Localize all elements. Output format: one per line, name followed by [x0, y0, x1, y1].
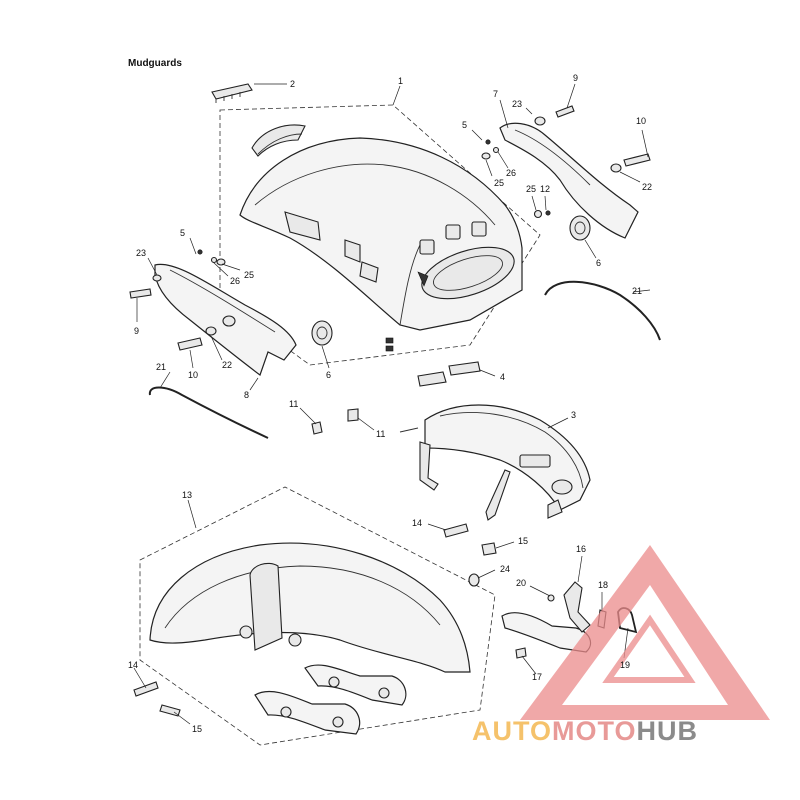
- callout-label: 14: [412, 518, 422, 528]
- bolt: [555, 105, 575, 118]
- callout-label: 26: [506, 168, 516, 178]
- callout-label: 21: [156, 362, 166, 372]
- watermark-part1: AUTO: [472, 716, 553, 746]
- callout-label: 9: [573, 73, 578, 83]
- callout-label: 20: [516, 578, 526, 588]
- screw: [515, 647, 527, 659]
- part-nut-right: [347, 408, 359, 422]
- watermark-part3: HUB: [636, 716, 699, 746]
- part-side-bracket: [501, 581, 592, 653]
- part-beading-left: [148, 386, 269, 439]
- callout-label: 6: [596, 258, 601, 268]
- callout-label: 9: [134, 326, 139, 336]
- callout-label: 10: [188, 370, 198, 380]
- callout-label: 7: [493, 89, 498, 99]
- watermark-logo: [520, 545, 770, 720]
- callout-label: 5: [180, 228, 185, 238]
- bolt: [623, 153, 651, 167]
- bolt: [159, 704, 181, 717]
- callout-label: 21: [632, 286, 642, 296]
- bolt: [133, 681, 159, 697]
- callout-label: 10: [636, 116, 646, 126]
- bolt: [443, 523, 469, 538]
- callout-label: 24: [500, 564, 510, 574]
- washer: [152, 274, 162, 282]
- part-front-bracket-upper: [304, 664, 407, 706]
- callout-label: 2: [290, 79, 295, 89]
- screw: [485, 139, 491, 145]
- part-front-bracket-lower: [254, 690, 361, 735]
- screw: [545, 210, 551, 216]
- callout-label: 22: [642, 182, 652, 192]
- callout-label: 8: [244, 390, 249, 400]
- callout-label: 15: [518, 536, 528, 546]
- callout-label: 1: [398, 76, 403, 86]
- watermark-part2: MOTO: [552, 716, 637, 746]
- nut: [533, 209, 543, 219]
- part-clip: [211, 83, 253, 103]
- part-grommet-left: [311, 320, 333, 346]
- washer: [216, 258, 226, 266]
- washer: [205, 326, 217, 336]
- watermark-text: AUTOMOTOHUB: [472, 716, 698, 747]
- callout-label: 17: [532, 672, 542, 682]
- callout-label: 13: [182, 490, 192, 500]
- part-grommet-right: [569, 215, 591, 241]
- callout-label: 18: [598, 580, 608, 590]
- callout-labels: 2 1 9 7 23 5 10 26 25 22 25 12 6 5 23 26…: [128, 73, 652, 734]
- callout-label: 12: [540, 184, 550, 194]
- washer: [468, 573, 480, 587]
- part-nut-left: [311, 421, 323, 435]
- callout-label: 5: [462, 120, 467, 130]
- callout-label: 25: [494, 178, 504, 188]
- leader-lines: [133, 83, 651, 725]
- page-title: Mudguards: [128, 58, 182, 69]
- callout-label: 25: [244, 270, 254, 280]
- part-pad: [417, 371, 447, 387]
- callout-label: 23: [512, 99, 522, 109]
- callout-label: 15: [192, 724, 202, 734]
- part-right-rail: [499, 122, 639, 239]
- part-front-mudguard: [149, 542, 471, 673]
- nut: [481, 542, 497, 556]
- screw: [197, 249, 203, 255]
- callout-label: 16: [576, 544, 586, 554]
- callout-label: 11: [376, 429, 385, 439]
- label-plate: [385, 345, 394, 352]
- callout-label: 26: [230, 276, 240, 286]
- washer: [610, 163, 622, 173]
- bolt: [177, 337, 203, 351]
- callout-label: 4: [500, 372, 505, 382]
- callout-label: 19: [620, 660, 630, 670]
- nut: [210, 256, 218, 264]
- part-beading-right: [544, 280, 661, 341]
- washer: [534, 116, 546, 126]
- washer: [547, 594, 555, 602]
- bolt: [129, 288, 152, 299]
- label-plate: [385, 337, 394, 344]
- callout-label: 6: [326, 370, 331, 380]
- part-rear-mudguard: [239, 124, 523, 331]
- part-pad: [448, 361, 481, 376]
- callout-label: 14: [128, 660, 138, 670]
- part-inner-frame: [399, 404, 591, 521]
- callout-label: 23: [136, 248, 146, 258]
- callout-label: 25: [526, 184, 536, 194]
- callout-label: 3: [571, 410, 576, 420]
- group-outline-front-mudguard: [139, 486, 496, 746]
- part-left-rail: [154, 263, 297, 376]
- callout-label: 22: [222, 360, 232, 370]
- callout-label: 11: [289, 399, 298, 409]
- nut: [492, 146, 500, 154]
- washer: [481, 152, 491, 160]
